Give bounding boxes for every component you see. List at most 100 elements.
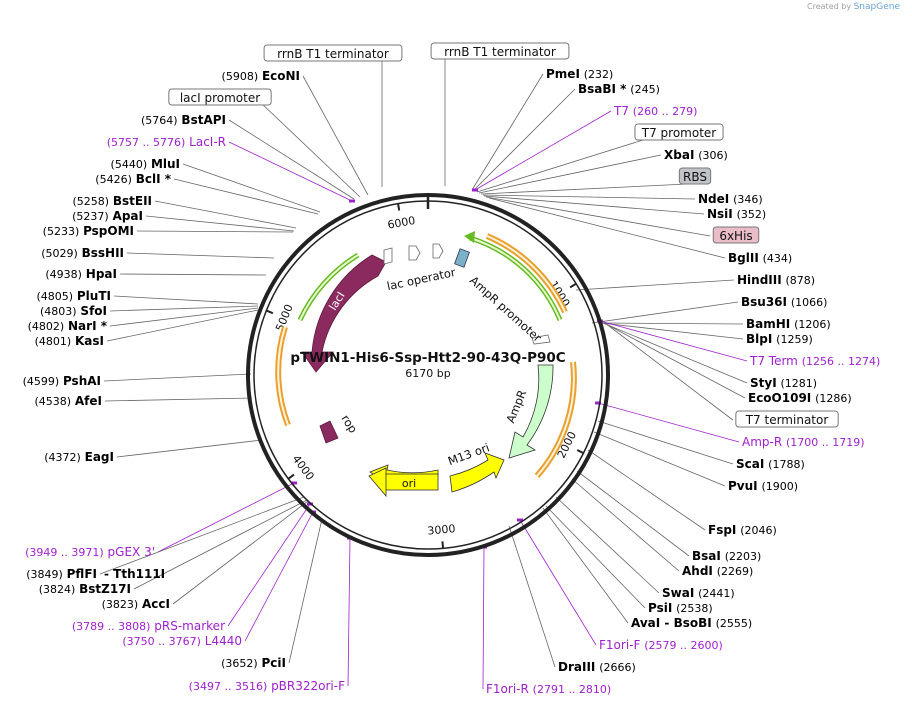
lac-operator-arrow-2 [408, 245, 421, 261]
site-name: NdeI [698, 192, 729, 206]
site-label-l4440: (3750 .. 3767) L4440 [122, 634, 242, 648]
site-name: BamHI [746, 317, 790, 331]
site-label-pspomi: (5233) PspOMI [43, 224, 134, 238]
site-label-apai: (5237) ApaI [72, 209, 143, 223]
site-label-bstz17i: (3824) BstZ17I [39, 582, 131, 596]
site-label-xbai: XbaI (306) [664, 148, 728, 162]
feature-box [735, 410, 839, 428]
leader-line [99, 496, 305, 575]
leader-line [488, 197, 726, 259]
site-label-t7term: T7 Term (1256 .. 1274) [749, 354, 880, 368]
site-name: F1ori-R [486, 682, 529, 696]
leader-line [136, 230, 294, 233]
site-position: (4803) [40, 305, 77, 318]
feature-box [678, 167, 712, 185]
site-position: (1281) [781, 377, 818, 390]
site-position: (3823) [102, 598, 139, 611]
enzyme-label: (4805) PluTI [36, 289, 111, 303]
site-label-his6: 6xHis [712, 226, 760, 244]
site-position: (4538) [34, 395, 71, 408]
green-arc-left-inner [299, 254, 359, 321]
site-name: PmeI [546, 67, 580, 81]
primer-site-marker [349, 199, 355, 203]
enzyme-label: AhdI (2269) [682, 564, 753, 578]
site-position: (2269) [717, 565, 754, 578]
terminator-arc-left-inner [277, 326, 289, 426]
feature-box-text: rrnB T1 terminator [277, 47, 389, 61]
feature-ampr-arrow [508, 364, 554, 459]
enzyme-label: (3652) PciI [221, 656, 286, 670]
site-label-pbr322: (3497 .. 3516) pBR322ori-F [189, 679, 345, 693]
enzyme-label: Bsu36I (1066) [741, 295, 827, 309]
feature-ori-label: ori [402, 477, 416, 490]
leader-line [472, 88, 576, 192]
primer-label: (3949 .. 3971) pGEX 3' [25, 545, 155, 559]
primer-site-marker [517, 518, 523, 522]
site-position: (1259) [776, 333, 813, 346]
leader-line [262, 104, 361, 198]
feature-box-text: lacI promoter [180, 91, 260, 105]
primer-label: T7 (260 .. 279) [613, 104, 697, 118]
site-name: ApaI [113, 209, 143, 223]
leader-line [154, 200, 297, 229]
leader-line [604, 322, 734, 421]
enzyme-label: PsiI (2538) [648, 601, 713, 615]
feature-ampr-label: AmpR [503, 388, 529, 425]
tick-label: 3000 [427, 522, 456, 537]
primer-site-marker [472, 188, 478, 192]
terminator-arc-right-inner [486, 235, 566, 313]
feature-rop-label: rop [338, 412, 360, 435]
primer-site-marker [595, 401, 601, 405]
ampr-promoter-arrow [531, 334, 551, 345]
tick-mark [569, 282, 577, 289]
leader-line [471, 73, 544, 191]
site-position: (1900) [761, 480, 798, 493]
feature-lacI-arrow [301, 254, 387, 373]
leader-line [109, 305, 259, 312]
enzyme-label: (5440) MluI [111, 157, 180, 171]
site-name: BstEII [113, 194, 152, 208]
leader-line [575, 279, 735, 291]
leader-line [597, 420, 734, 465]
primer-label: Amp-R (1700 .. 1719) [742, 435, 865, 449]
enzyme-label: (5426) BclI * [95, 172, 171, 186]
plasmid-size: 6170 bp [405, 367, 450, 380]
leader-line [485, 196, 711, 237]
site-position: (245) [630, 83, 660, 96]
site-label-pmei: PmeI (232) [546, 67, 613, 81]
site-label-prsmarker: (3789 .. 3808) pRS-marker [72, 619, 225, 633]
site-label-eagi: (4372) EagI [44, 450, 114, 464]
site-label-hindiii: HindIII (878) [737, 273, 815, 287]
leader-line [599, 320, 748, 362]
enzyme-label: (4372) EagI [44, 450, 114, 464]
tick-mark [287, 473, 295, 480]
enzyme-label: NsiI (352) [707, 207, 766, 221]
tick-mark [397, 203, 401, 211]
site-label-nsii: NsiI (352) [707, 207, 766, 221]
site-label-psii: PsiI (2538) [648, 601, 713, 615]
site-label-rbs: RBS [678, 167, 712, 185]
enzyme-label: (4599) PshAI [23, 374, 101, 388]
site-name: Bsu36I [741, 295, 787, 309]
small-feature-block [454, 248, 470, 268]
feature-ori-head [368, 467, 387, 498]
site-label-bsteii: (5258) BstEII [72, 194, 152, 208]
primer-site-marker [291, 481, 297, 485]
site-label-pvui: PvuI (1900) [728, 479, 798, 493]
site-label-bssHii: (5029) BssHII [41, 246, 124, 260]
site-name: XbaI [664, 148, 694, 162]
site-name: BsaI [692, 549, 721, 563]
feature-m13-arrow [449, 452, 505, 493]
site-label-econi: (5908) EcoNI [222, 69, 300, 83]
enzyme-label: - Tth111I [104, 567, 165, 581]
site-name: pGEX 3' [108, 545, 155, 559]
site-name: PflFI [67, 567, 97, 581]
feature-rop-arrow [319, 420, 339, 444]
enzyme-label: BsaI (2203) [692, 549, 761, 563]
site-position: (434) [763, 252, 793, 265]
leader-line [478, 154, 662, 194]
site-name: BstZ17I [79, 582, 131, 596]
enzyme-label: XbaI (306) [664, 148, 728, 162]
